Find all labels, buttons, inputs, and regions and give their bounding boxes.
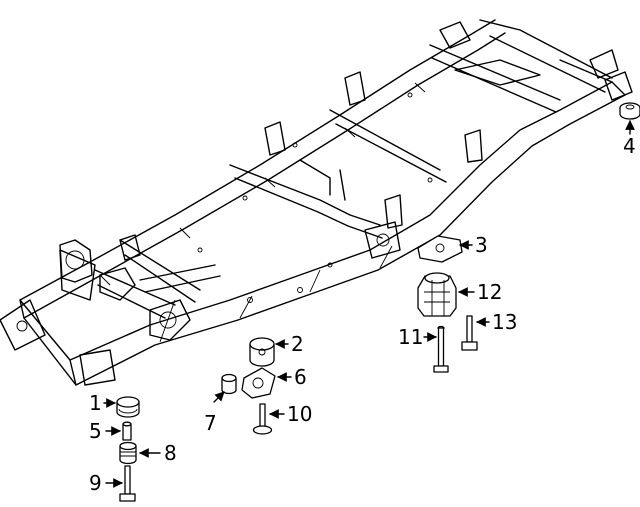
vehicle-frame-illustration xyxy=(0,19,633,386)
part-6-plate xyxy=(241,367,276,399)
callout-number-9: 9 xyxy=(89,471,102,495)
part-8-cushion xyxy=(119,441,137,465)
callout-number-10: 10 xyxy=(287,402,312,426)
callout-number-3: 3 xyxy=(475,233,488,257)
callout-number-13: 13 xyxy=(492,310,517,334)
part-2-cushion xyxy=(249,337,275,367)
part-4-cushion xyxy=(619,102,640,120)
callout-number-6: 6 xyxy=(294,365,307,389)
callout-number-5: 5 xyxy=(89,419,102,443)
part-1-cushion xyxy=(116,396,140,418)
callout-number-1: 1 xyxy=(89,391,102,415)
part-3-bracket xyxy=(417,235,463,263)
part-11-bolt xyxy=(433,325,449,373)
callout-number-4: 4 xyxy=(623,134,636,158)
part-7-spacer xyxy=(221,373,237,395)
part-5-sleeve xyxy=(122,421,132,441)
callout-number-2: 2 xyxy=(291,332,304,356)
part-13-bolt xyxy=(461,315,478,351)
callout-number-12: 12 xyxy=(477,280,502,304)
part-9-bolt xyxy=(119,465,136,502)
callout-number-7: 7 xyxy=(204,411,217,435)
part-12-mount xyxy=(417,272,457,317)
callout-leaders xyxy=(103,120,635,488)
callout-number-8: 8 xyxy=(164,441,177,465)
callout-number-11: 11 xyxy=(398,325,423,349)
part-10-bolt xyxy=(252,403,273,435)
